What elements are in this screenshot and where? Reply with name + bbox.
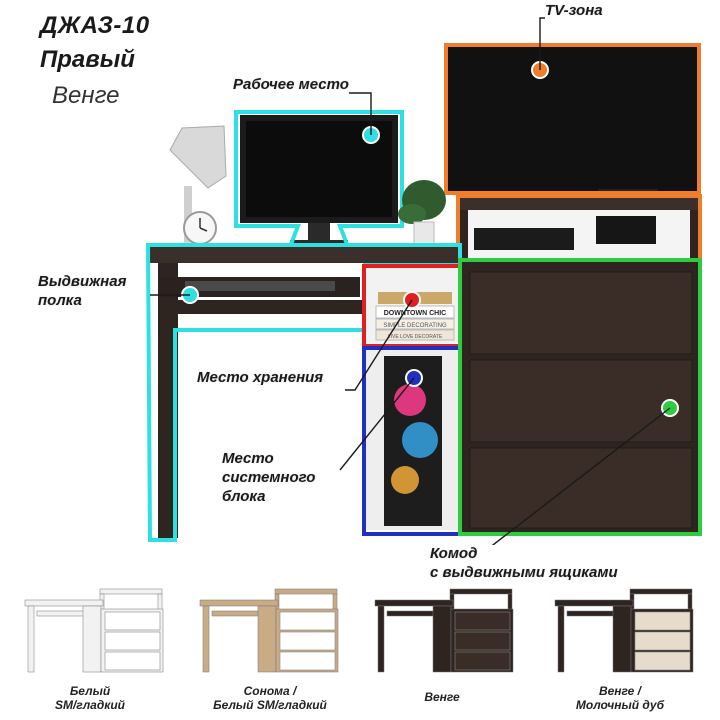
dresser-label-line2: с выдвижными ящиками bbox=[430, 563, 618, 581]
book-spine-1: DOWNTOWN CHIC bbox=[384, 310, 446, 317]
variant-caption-wenge-oak: Венге /Молочный дуб bbox=[575, 684, 665, 713]
dresser-leader-line bbox=[479, 407, 671, 556]
variant-caption-sonoma: Сонома /Белый SM/гладкий bbox=[213, 684, 327, 713]
storage-label: Место хранения bbox=[197, 369, 324, 388]
workplace-label: Рабочее место bbox=[233, 76, 349, 95]
dresser-label: Комод с выдвижными ящиками bbox=[430, 545, 618, 583]
variant-desk-2 bbox=[199, 588, 339, 673]
shelf-label: Выдвижная полка bbox=[38, 273, 127, 311]
product-model-title: ДЖАЗ-10 bbox=[40, 12, 150, 39]
variant-desk-1 bbox=[24, 588, 164, 673]
sysunit-label-line2: системного bbox=[222, 468, 316, 486]
variant-desk-4 bbox=[554, 588, 694, 673]
dvd-player bbox=[474, 228, 574, 250]
sysunit-label-line1: Место bbox=[222, 450, 274, 467]
sysunit-label-line3: блока bbox=[222, 487, 266, 505]
shelf-label-line1: Выдвижная bbox=[38, 273, 127, 290]
product-side-title: Правый bbox=[40, 46, 135, 73]
desk-illustration: DOWNTOWN CHIC SIMPLE DECORATING LIVE LOV… bbox=[145, 17, 702, 556]
storage-leader-line bbox=[345, 299, 413, 391]
dresser bbox=[458, 258, 702, 536]
sysunit-leader-line bbox=[339, 377, 415, 471]
tv-zone-label: TV-зона bbox=[545, 2, 603, 21]
book-spine-2: SIMPLE DECORATING bbox=[383, 323, 447, 329]
sysunit-label: Место системного блока bbox=[222, 450, 316, 507]
tv bbox=[444, 43, 701, 201]
variant-caption-wenge: Венге bbox=[424, 690, 460, 704]
product-color-title: Венге bbox=[52, 82, 120, 109]
book-spine-3: LIVE LOVE DECORATE bbox=[388, 334, 443, 340]
speaker bbox=[596, 216, 656, 244]
tv-leader-line bbox=[539, 17, 545, 70]
dresser-label-line1: Комод bbox=[430, 545, 478, 562]
tv-screen bbox=[448, 47, 697, 191]
desk bbox=[145, 243, 462, 542]
tv-zone-outline bbox=[444, 43, 701, 195]
plant bbox=[398, 180, 446, 245]
shelf-label-line2: полка bbox=[38, 291, 82, 309]
tv-shelf bbox=[456, 194, 702, 262]
dresser-zone-outline bbox=[458, 258, 702, 536]
color-variants bbox=[24, 588, 694, 673]
variant-desk-3 bbox=[374, 588, 514, 673]
clock bbox=[183, 211, 217, 245]
